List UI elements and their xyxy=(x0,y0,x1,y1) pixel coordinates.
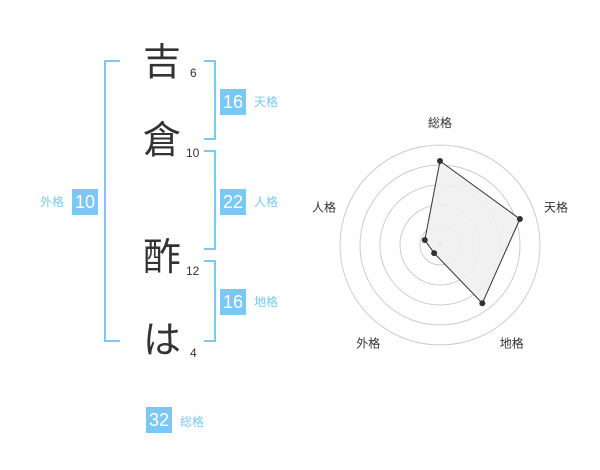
radar-point xyxy=(421,237,428,244)
name-char-2: 倉 xyxy=(142,118,181,162)
jinkaku-bracket xyxy=(204,150,216,250)
tenkaku-label: 天格 xyxy=(254,95,279,109)
tenkaku-bracket xyxy=(204,60,216,140)
name-char-3: 酢 xyxy=(142,235,181,279)
stroke-count-3: 12 xyxy=(186,264,200,278)
radar-point xyxy=(516,216,523,223)
name-char-1: 吉 xyxy=(142,40,181,84)
radar-axis-label: 天格 xyxy=(544,199,568,214)
tenkaku-badge: 16 xyxy=(220,89,246,115)
radar-ring xyxy=(339,144,541,346)
jinkaku-badge: 22 xyxy=(220,189,246,215)
radar-point xyxy=(479,300,486,307)
soukaku-badge: 32 xyxy=(146,407,172,433)
radar-axis-label: 総格 xyxy=(428,115,452,130)
stroke-count-2: 10 xyxy=(186,146,200,160)
radar-axis-label: 人格 xyxy=(312,199,336,214)
gaikaku-label: 外格 xyxy=(40,195,65,209)
stroke-count-4: 4 xyxy=(190,346,197,360)
chikaku-bracket xyxy=(204,260,216,342)
stroke-count-1: 6 xyxy=(190,66,197,80)
radar-area xyxy=(424,160,521,305)
jinkaku-label: 人格 xyxy=(254,195,279,209)
gaikaku-bracket xyxy=(104,60,120,342)
chikaku-label: 地格 xyxy=(254,295,279,309)
radar-point xyxy=(437,158,443,164)
chikaku-badge: 16 xyxy=(220,289,246,315)
radar-axis-label: 外格 xyxy=(356,336,380,351)
soukaku-label: 総格 xyxy=(180,415,205,429)
radar-axis-label: 地格 xyxy=(500,336,524,351)
gaikaku-badge: 10 xyxy=(72,189,98,215)
name-char-4: は xyxy=(142,318,181,362)
radar-point xyxy=(431,250,438,257)
